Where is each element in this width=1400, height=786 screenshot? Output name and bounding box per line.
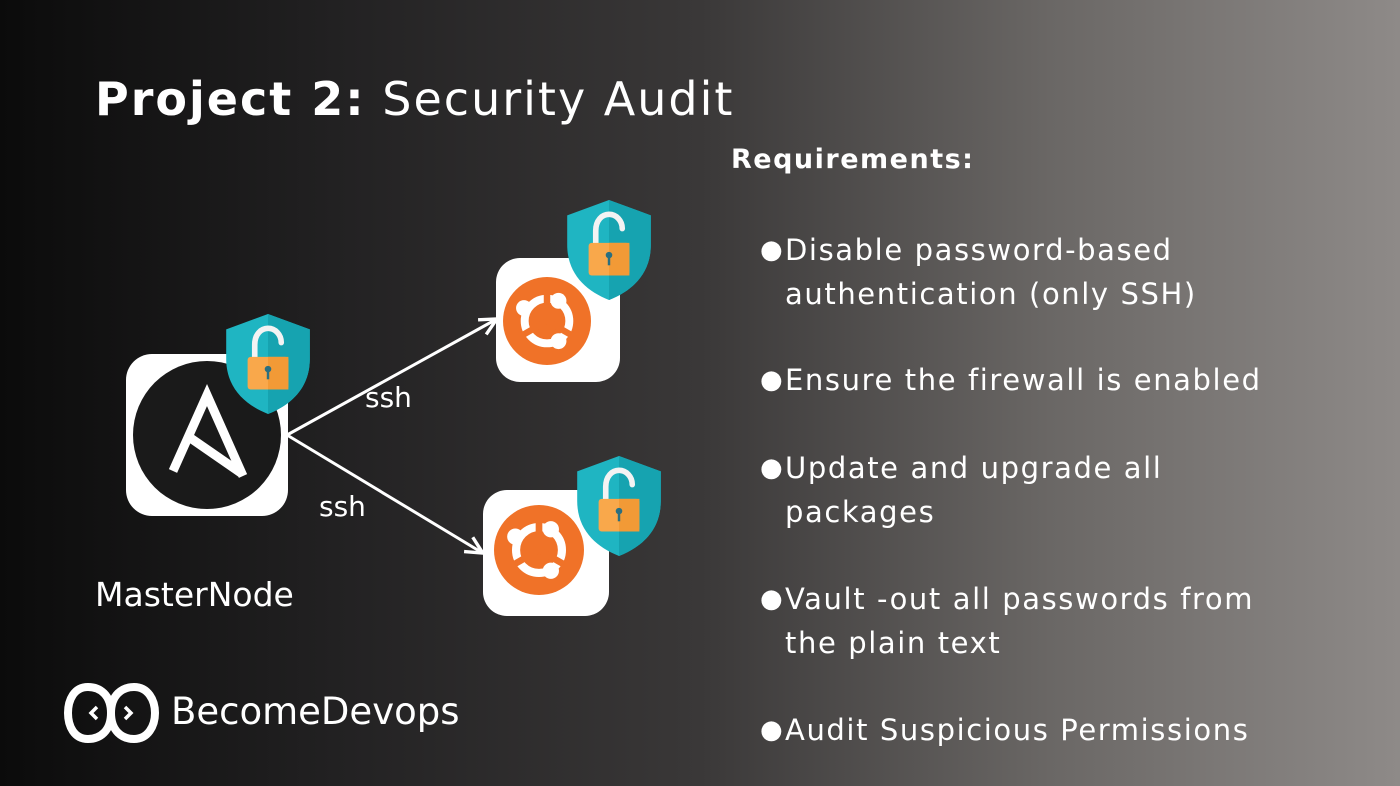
requirement-text: Audit Suspicious Permissions xyxy=(785,713,1250,747)
infinity-code-logo-icon xyxy=(63,682,160,744)
title-text: Security Audit xyxy=(365,72,735,126)
ubuntu-node-bottom xyxy=(483,490,609,616)
bullet-icon: ● xyxy=(760,715,785,745)
bullet-icon: ● xyxy=(760,235,785,265)
ssh-label-bottom: ssh xyxy=(319,490,366,523)
requirement-text: Vault -out all passwords from the plain … xyxy=(785,582,1255,660)
master-node-label: MasterNode xyxy=(95,575,294,614)
ssh-arrow-bottom xyxy=(286,433,481,552)
bullet-icon: ● xyxy=(760,365,785,395)
bullet-icon: ● xyxy=(760,453,785,483)
title-prefix: Project 2: xyxy=(95,72,366,126)
ssh-arrow-top xyxy=(286,320,495,437)
requirement-text: Ensure the firewall is enabled xyxy=(785,363,1262,397)
requirement-text: Disable password-based authentication (o… xyxy=(785,233,1197,311)
requirement-text: Update and upgrade all packages xyxy=(785,451,1163,529)
requirements-heading: Requirements: xyxy=(731,144,975,175)
ubuntu-node-top xyxy=(496,258,620,382)
ssh-label-top: ssh xyxy=(365,381,412,414)
bullet-icon: ● xyxy=(760,584,785,614)
brand-name: BecomeDevops xyxy=(171,690,460,733)
page-title: Project 2: Security Audit xyxy=(95,72,734,126)
